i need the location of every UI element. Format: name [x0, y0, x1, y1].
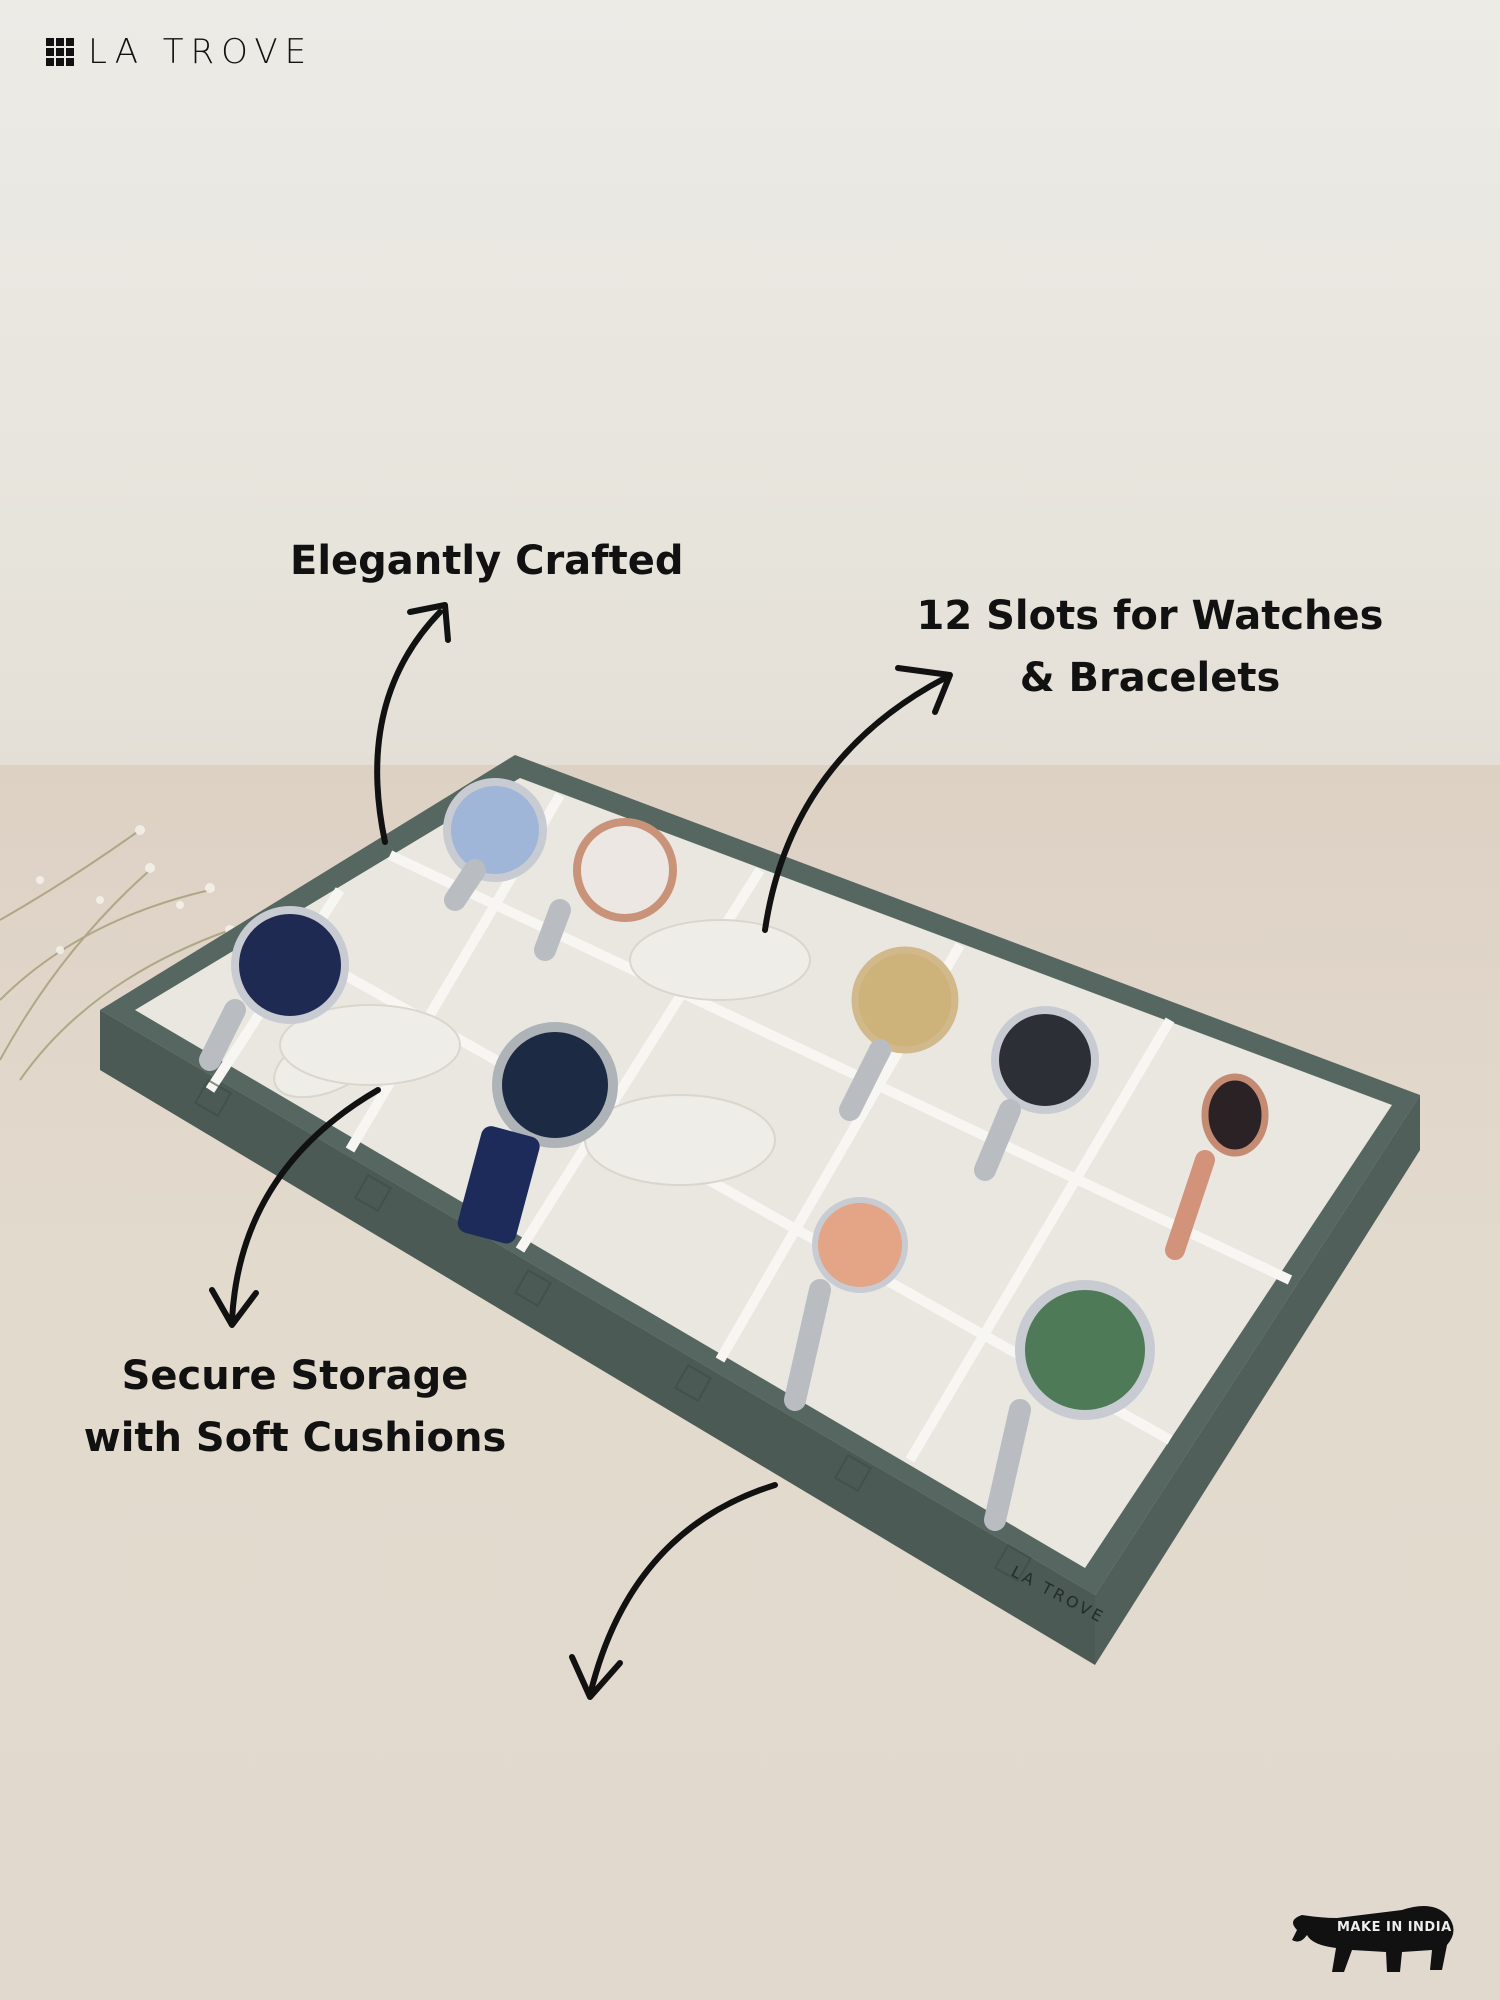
annotation-arrows	[209, 602, 953, 1700]
arrow-elegantly-crafted	[374, 609, 443, 845]
arrow-tray-exterior	[587, 1482, 778, 1698]
brand-name: LA TROVE	[88, 32, 314, 72]
caption-slots: 12 Slots for Watches & Bracelets	[916, 593, 1384, 701]
dried-flowers	[0, 829, 231, 1081]
arrow-storage	[229, 1087, 381, 1323]
make-in-india-badge: MAKE IN INDIA	[1282, 1890, 1462, 1980]
grid-3x3-icon	[46, 38, 74, 66]
background-wall	[0, 0, 1500, 770]
watch-tray: LA TROVE	[100, 755, 1420, 1665]
watches	[231, 778, 1269, 1420]
caption-secure-storage: Secure Storage with Soft Cushions	[83, 1353, 507, 1461]
arrow-slots	[762, 675, 948, 933]
caption-elegantly-crafted: Elegantly Crafted	[290, 538, 684, 584]
brand-logo: LA TROVE	[46, 32, 313, 72]
lion-icon	[1292, 1906, 1454, 1972]
